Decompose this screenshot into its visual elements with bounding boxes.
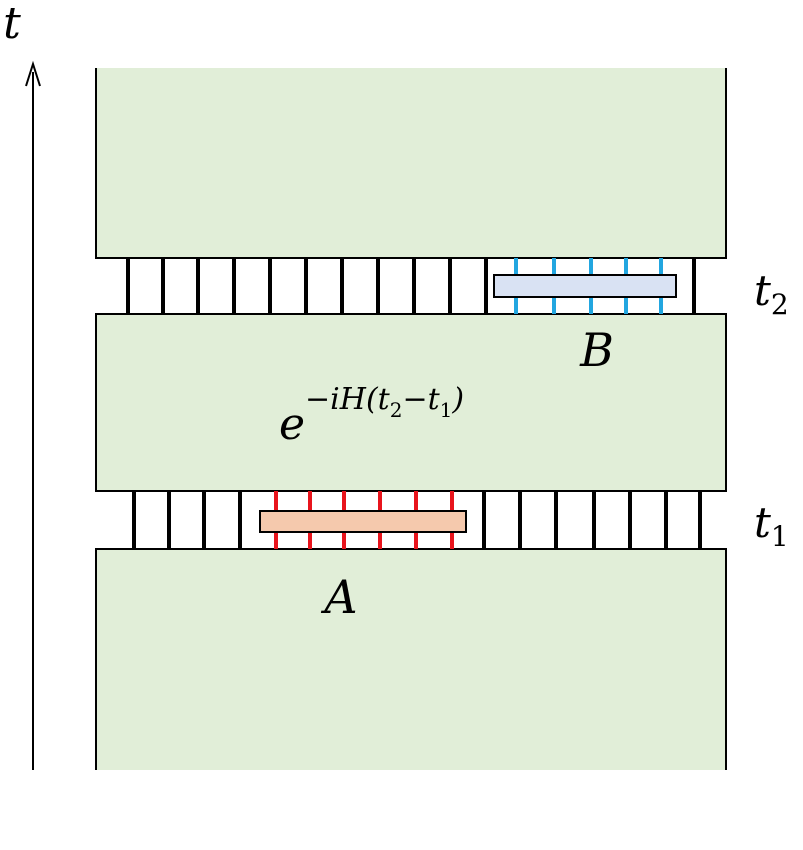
top-block xyxy=(95,68,727,259)
operator-A-box xyxy=(259,510,467,533)
evolution-blocks xyxy=(95,68,727,770)
operator-B-label: B xyxy=(579,323,614,377)
bottom-block xyxy=(95,548,727,770)
operator-A-label: A xyxy=(320,570,357,624)
t2-wires xyxy=(126,258,696,314)
t1-wires xyxy=(132,491,702,549)
operator-A xyxy=(259,491,467,549)
evolution-operator-expression: e−iH(t2−t1) xyxy=(279,382,464,450)
t2-label-subscript: 2 xyxy=(771,288,789,321)
time-axis: t xyxy=(3,0,41,770)
operator-B-box xyxy=(493,274,677,298)
operator-B xyxy=(493,258,677,314)
t1-label: t1 xyxy=(754,498,789,553)
time-axis-label: t xyxy=(3,0,21,49)
t2-label: t2 xyxy=(754,266,789,321)
time-axis-arrowhead xyxy=(25,60,41,87)
middle-block xyxy=(95,313,727,492)
t1-label-subscript: 1 xyxy=(771,520,789,553)
